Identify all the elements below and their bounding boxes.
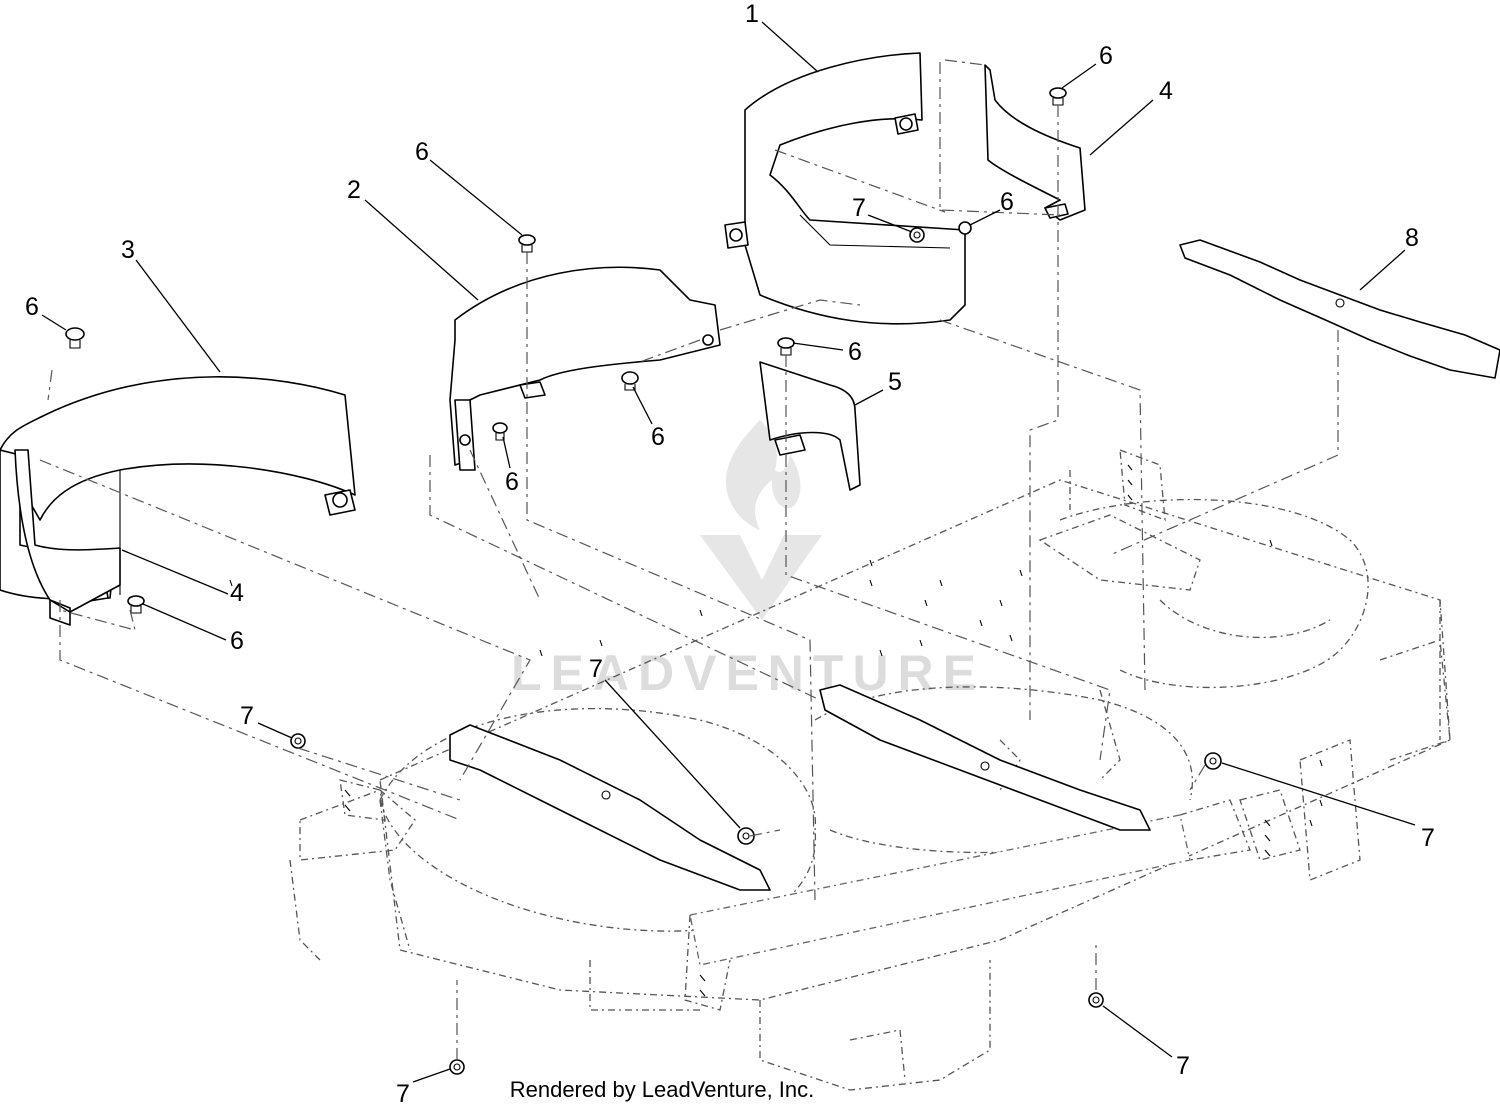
callout-part-3: 3 [121,236,135,264]
carriage-bolt [127,595,145,614]
carriage-bolt [777,337,795,356]
callout-part-4-right: 4 [1159,77,1173,105]
carriage-bolt [621,371,639,391]
watermark: LEADVENTURE [511,420,985,701]
watermark-text: LEADVENTURE [511,645,985,701]
flange-nut [449,1059,465,1075]
mower-deck [229,449,1451,1091]
carriage-bolt [492,422,508,441]
leader-lines [41,21,1416,1083]
flange-nut [290,733,306,749]
callout-part-6-left-lower: 6 [230,627,244,655]
callout-part-6-part2-lower: 6 [505,468,519,496]
callout-part-6-top-right: 6 [1099,42,1113,70]
carriage-bolt [518,234,536,253]
callout-part-6-far-left: 6 [25,293,39,321]
callout-part-1: 1 [745,0,759,28]
callout-part-6-part1: 6 [1000,188,1014,216]
callout-part-7-left: 7 [240,702,254,730]
part-4-bracket-left [14,449,121,626]
callout-part-8: 8 [1405,224,1419,252]
flange-nut [1088,992,1104,1008]
carriage-bolt [1049,87,1067,106]
part-5-baffle [759,361,861,491]
render-credit: Rendered by LeadVenture, Inc. [510,1077,815,1102]
carriage-bolt [958,221,972,235]
callout-part-2: 2 [347,176,361,204]
flame-logo-icon [725,420,801,530]
callout-part-7-right: 7 [1421,824,1435,852]
callout-part-6-part2: 6 [415,138,429,166]
callout-part-7-bottom-left: 7 [396,1080,410,1108]
callout-part-7-center: 7 [589,655,603,683]
part-2-baffle [449,266,721,471]
deck-blade-left [449,724,771,891]
callout-part-5: 5 [888,368,902,396]
carriage-bolt [65,327,85,349]
callout-part-7-part1: 7 [852,194,866,222]
callout-part-6-part5: 6 [848,338,862,366]
callout-labels: 1 2 3 4 4 5 6 6 6 6 6 6 6 6 7 7 7 7 7 7 … [25,0,1435,1108]
alignment-lines [39,59,1339,1060]
flange-nut [737,827,755,845]
part-1-baffle [724,52,966,325]
v-logo-icon [700,535,822,620]
callout-part-4-left: 4 [230,579,244,607]
part-8-blade [1179,239,1500,379]
flange-nut [909,227,925,243]
callout-part-7-bottom-right: 7 [1176,1052,1190,1080]
deck-blade-center [819,684,1151,831]
flange-nut [1204,752,1222,770]
callout-part-6-center: 6 [651,423,665,451]
